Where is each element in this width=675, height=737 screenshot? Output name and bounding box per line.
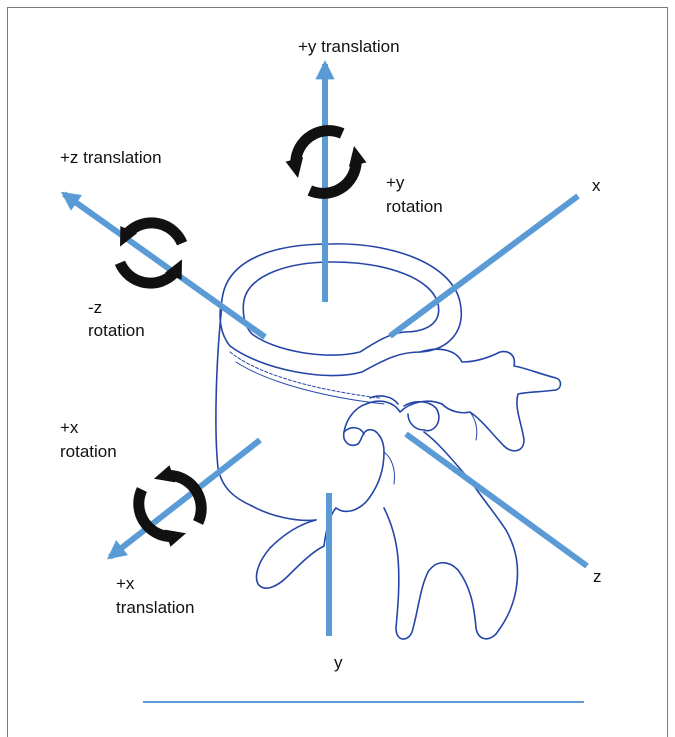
vertebra-outline: [216, 244, 561, 639]
x-rotation-word-label: rotation: [60, 441, 117, 462]
y-axis-label: y: [334, 652, 343, 673]
x-axis-label: x: [592, 175, 601, 196]
x-rotation-icon: [132, 460, 209, 551]
z-rotation-word-label: rotation: [88, 320, 145, 341]
z-axis-line: [406, 434, 587, 566]
x-translation-sign-label: +x: [116, 573, 134, 594]
z-rotation-sign-label: -z: [88, 297, 102, 318]
z-translation-label: +z translation: [60, 147, 162, 168]
z-axis-label: z: [593, 566, 602, 587]
y-translation-label: +y translation: [298, 36, 400, 57]
x-translation-word-label: translation: [116, 597, 194, 618]
x-rotation-sign-label: +x: [60, 417, 78, 438]
y-rotation-word-label: rotation: [386, 196, 443, 217]
y-rotation-sign-label: +y: [386, 172, 404, 193]
x-axis-line: [390, 196, 578, 336]
